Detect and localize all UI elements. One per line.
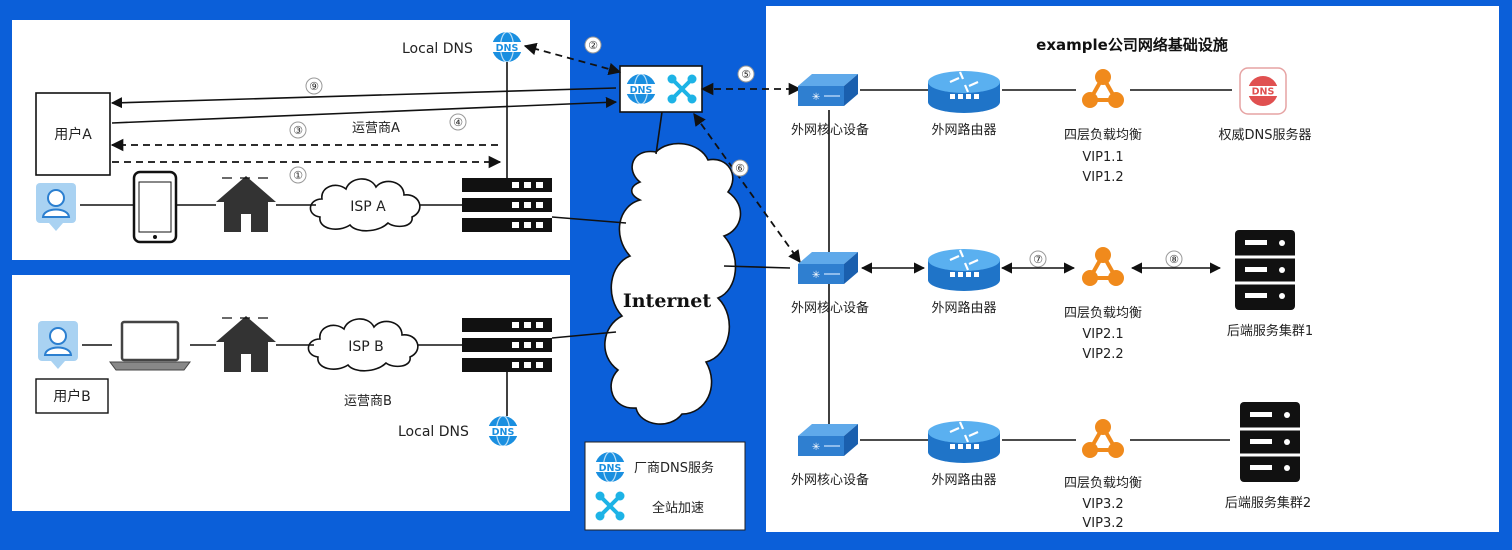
carrier-b-label: 运营商B xyxy=(344,394,392,409)
internet-to-core-1-link xyxy=(723,265,791,269)
step-badge-1: ① xyxy=(289,166,307,184)
local-dns-a-label: Local DNS xyxy=(402,41,473,57)
legend-accel-label: 全站加速 xyxy=(652,500,704,516)
step-badge-9: ⑨ xyxy=(305,77,323,95)
core-3-label: 外网核心设备 xyxy=(791,472,869,488)
user-b-links xyxy=(82,331,617,416)
phone-icon xyxy=(132,170,178,244)
user-a-links xyxy=(80,62,627,224)
lb-3-label: 四层负载均衡 xyxy=(1064,476,1142,491)
router-3-icon xyxy=(926,419,1002,465)
legend-dns-icon xyxy=(594,451,626,483)
svg-text:①: ① xyxy=(293,169,303,182)
router-3-label: 外网路由器 xyxy=(931,472,996,488)
router-1-label: 外网路由器 xyxy=(931,122,996,138)
core-1-label: 外网核心设备 xyxy=(791,122,869,138)
backend-cluster-1-icon xyxy=(1233,228,1297,312)
local-dns-b-icon xyxy=(487,415,519,447)
vip-2-2: VIP2.2 xyxy=(1082,347,1123,362)
step-2-arrow xyxy=(523,42,622,76)
isp-b-label: ISP B xyxy=(348,339,384,355)
internet-cloud xyxy=(604,142,742,425)
company-panel xyxy=(766,6,1499,532)
svg-text:⑧: ⑧ xyxy=(1169,253,1179,266)
vip-1-1: VIP1.1 xyxy=(1082,150,1123,165)
step-badge-2: ② xyxy=(584,36,602,54)
step-9-arrow xyxy=(110,87,617,109)
router-2-label: 外网路由器 xyxy=(931,300,996,316)
watermark: @稀土掘金技术社区 xyxy=(1371,515,1497,531)
step-badges: ① ② ③ ④ ⑤ ⑥ ⑦ ⑧ xyxy=(289,36,1183,268)
laptop-icon xyxy=(109,320,191,371)
svg-text:⑦: ⑦ xyxy=(1033,253,1043,266)
auth-dns-label: 权威DNS服务器 xyxy=(1219,127,1312,143)
step-6-arrow xyxy=(693,112,801,264)
svg-text:④: ④ xyxy=(453,116,463,129)
step-badge-4: ④ xyxy=(449,113,467,131)
svg-text:⑨: ⑨ xyxy=(309,80,319,93)
step-4-arrow xyxy=(111,96,618,124)
local-dns-a-icon xyxy=(491,31,523,63)
auth-dns-icon: DNS xyxy=(1239,67,1287,115)
backend-cluster-1-label: 后端服务集群1 xyxy=(1227,323,1313,339)
vendor-to-internet-link xyxy=(655,111,663,155)
step-badge-7: ⑦ xyxy=(1029,250,1047,268)
core-2-label: 外网核心设备 xyxy=(791,300,869,316)
vip-3-1: VIP3.2 xyxy=(1082,497,1123,512)
user-a-box xyxy=(35,92,111,176)
core-switch-3-icon xyxy=(797,423,859,457)
router-2-icon xyxy=(926,247,1002,293)
lb-1-label: 四层负载均衡 xyxy=(1064,128,1142,143)
core-switch-2-icon xyxy=(797,251,859,285)
backend-cluster-2-icon xyxy=(1238,400,1302,484)
vip-1-2: VIP1.2 xyxy=(1082,170,1123,185)
step-badge-8: ⑧ xyxy=(1165,250,1183,268)
isp-a-label: ISP A xyxy=(350,199,386,215)
step-badge-5: ⑤ xyxy=(737,65,755,83)
router-1-icon xyxy=(926,69,1002,115)
vendor-dns-icon xyxy=(625,73,657,105)
rack-a-icon xyxy=(462,178,552,232)
svg-text:③: ③ xyxy=(293,124,303,137)
local-dns-b-label: Local DNS xyxy=(398,424,469,440)
legend-dns-label: 厂商DNS服务 xyxy=(634,460,714,476)
step-badge-6: ⑥ xyxy=(731,159,749,177)
svg-text:②: ② xyxy=(588,39,598,52)
rack-b-icon xyxy=(462,318,552,372)
user-b-label: 用户B xyxy=(53,388,91,405)
lb-2-label: 四层负载均衡 xyxy=(1064,306,1142,321)
user-a-label: 用户A xyxy=(54,126,92,143)
svg-text:DNS: DNS xyxy=(1252,87,1275,98)
backend-cluster-2-label: 后端服务集群2 xyxy=(1225,495,1311,511)
company-title: example公司网络基础设施 xyxy=(1036,36,1228,54)
step-badge-3: ③ xyxy=(289,121,307,139)
vip-3-2: VIP3.2 xyxy=(1082,516,1123,531)
core-switch-1-icon xyxy=(797,73,859,107)
vip-2-1: VIP2.1 xyxy=(1082,327,1123,342)
svg-text:⑤: ⑤ xyxy=(741,68,751,81)
internet-label: Internet xyxy=(623,290,711,312)
carrier-a-label: 运营商A xyxy=(352,121,400,136)
svg-text:⑥: ⑥ xyxy=(735,162,745,175)
user-b-box xyxy=(35,378,109,414)
